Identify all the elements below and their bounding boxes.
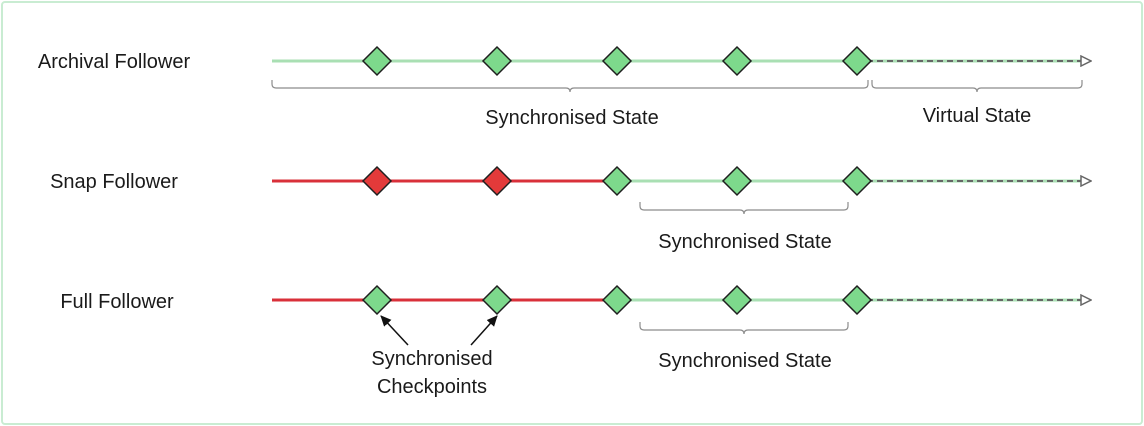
annotation-arrow-1: [380, 315, 409, 346]
checkpoint-diamond-synced: [361, 45, 393, 77]
brace-snap-synchronised: [639, 202, 849, 215]
row-label-full: Full Follower: [60, 291, 174, 313]
checkpoint-diamond-synced: [841, 284, 873, 316]
checkpoint-diamond-synced: [601, 284, 633, 316]
label-archival-virtual-state: Virtual State: [923, 105, 1032, 127]
checkpoint-diamond-synced: [841, 165, 873, 197]
row-label-archival: Archival Follower: [38, 51, 191, 73]
label-snap-synchronised-state: Synchronised State: [658, 231, 831, 253]
checkpoint-diamond-synced: [841, 45, 873, 77]
annotation-arrow-2: [470, 315, 498, 346]
snap-follower-timeline: [272, 165, 1090, 197]
checkpoint-diamond-synced: [721, 45, 753, 77]
annotation-synchronised: Synchronised: [371, 348, 492, 370]
checkpoint-diamond-synced: [361, 284, 393, 316]
checkpoint-diamond-synced: [481, 284, 513, 316]
brace-archival-synchronised: [271, 80, 869, 93]
checkpoint-diamond-unsynced: [481, 165, 513, 197]
checkpoint-diamond-synced: [481, 45, 513, 77]
checkpoint-diamond-synced: [601, 165, 633, 197]
annotation-checkpoints: Checkpoints: [377, 376, 487, 398]
brace-full-synchronised: [639, 322, 849, 335]
archival-follower-timeline: [272, 45, 1090, 77]
checkpoint-diamond-synced: [601, 45, 633, 77]
row-label-snap: Snap Follower: [50, 171, 178, 193]
checkpoint-diamond-synced: [721, 165, 753, 197]
checkpoint-diamond-unsynced: [361, 165, 393, 197]
label-full-synchronised-state: Synchronised State: [658, 350, 831, 372]
full-follower-timeline: [272, 284, 1090, 316]
brace-archival-virtual: [871, 80, 1083, 93]
checkpoint-diamond-synced: [721, 284, 753, 316]
label-archival-synchronised-state: Synchronised State: [485, 107, 658, 129]
